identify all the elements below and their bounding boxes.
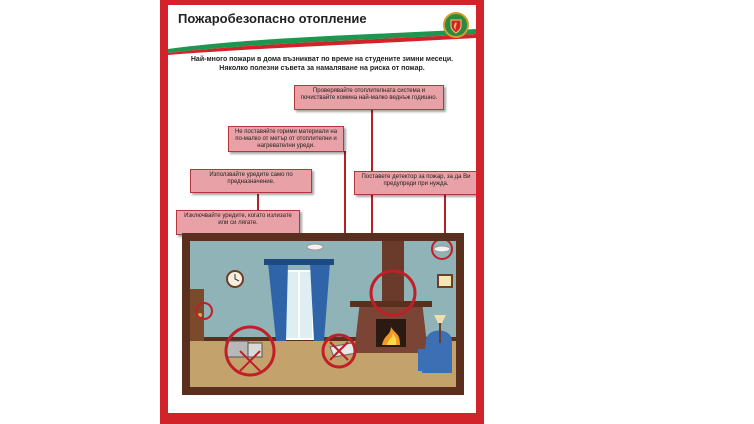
intro-line-2: Няколко полезни съвета за намаляване на …: [219, 65, 425, 72]
room-scene: [190, 241, 456, 377]
callout-line-detector: [444, 193, 446, 243]
poster-panel: Пожаробезопасно отопление Най-много пожа…: [168, 5, 476, 413]
tip-unplug: Изключвайте уредите, когато излизате или…: [176, 210, 300, 235]
intro-text: Най-много пожари в дома възникват по вре…: [178, 55, 466, 73]
tip-detector: Поставете детектор за пожар, за да Ви пр…: [354, 171, 476, 195]
room-interior: [190, 241, 456, 387]
tricolor-ribbon: [168, 29, 476, 55]
callout-line-chimney: [371, 109, 373, 291]
fire-service-emblem: [443, 12, 469, 38]
callout-line-flammables: [344, 151, 346, 311]
intro-line-1: Най-много пожари в дома възникват по вре…: [190, 56, 454, 63]
living-room-illustration: [182, 233, 464, 395]
tip-chimney: Проверявайте отоплителната система и поч…: [294, 85, 444, 110]
poster-title: Пожаробезопасно отопление: [178, 11, 367, 26]
tip-purpose: Използвайте уредите само по предназначен…: [190, 169, 312, 193]
poster-frame: Пожаробезопасно отопление Най-много пожа…: [160, 0, 484, 424]
footer-credit: ГД „Пожарна безопасност и защита на насе…: [257, 401, 387, 407]
tip-flammables: Не поставяйте горими материали на по-мал…: [228, 126, 344, 152]
